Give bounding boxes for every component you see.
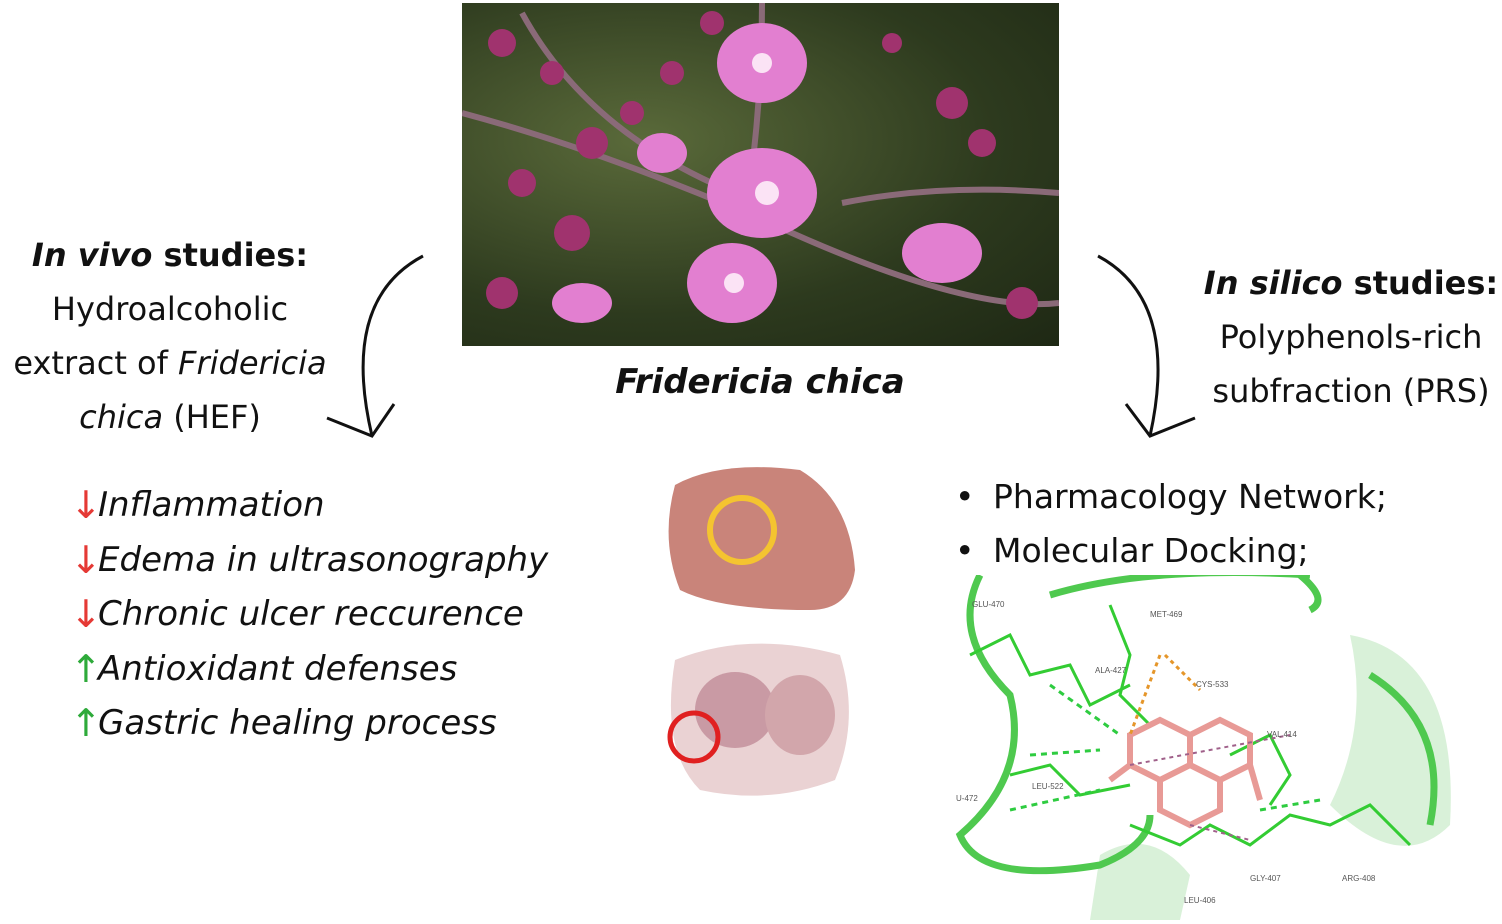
residue-label: GLU-470	[972, 600, 1005, 609]
residue-label: VAL 414	[1267, 730, 1297, 739]
hef-line3a: chica	[79, 398, 164, 436]
hef-line2a: extract of	[13, 344, 179, 382]
right-arrowhead	[1124, 403, 1196, 438]
down-arrow-icon: ↓	[70, 592, 102, 636]
prs-line1: Polyphenols-rich	[1219, 318, 1483, 356]
flower-illustration	[462, 3, 1059, 323]
effect-item: ↑Gastric healing process	[70, 696, 548, 751]
species-caption: Fridericia chica	[615, 362, 905, 402]
in-silico-bullets: •Pharmacology Network; •Molecular Dockin…	[955, 470, 1387, 578]
effect-item: ↓Edema in ultrasonography	[70, 533, 548, 588]
down-arrow-icon: ↓	[70, 537, 102, 582]
in-vivo-effects-list: ↓Inflammation ↓Edema in ultrasonography …	[70, 478, 548, 751]
fridericia-chica-flower-photo	[462, 3, 1059, 346]
left-arrowhead	[326, 403, 396, 438]
studies-label: studies:	[1342, 264, 1499, 302]
hef-line3b: (HEF)	[163, 398, 261, 436]
in-silico-label: In silico	[1203, 264, 1343, 302]
in-silico-heading-block: In silico studies: Polyphenols-rich subf…	[1200, 256, 1502, 418]
bullet-text: Molecular Docking;	[993, 531, 1309, 570]
molecular-docking-image: GLU-470 MET-469 ALA-427 CYS-533 VAL 414 …	[955, 575, 1451, 920]
yellow-circle-marker	[707, 495, 777, 565]
effect-text: Chronic ulcer reccurence	[98, 594, 524, 634]
bullet-item: •Molecular Docking;	[955, 524, 1387, 578]
residue-label: ARG-408	[1342, 874, 1376, 883]
stomach-ulcer-image	[668, 467, 855, 610]
in-vivo-heading-block: In vivo studies: Hydroalcoholic extract …	[0, 228, 340, 444]
in-vivo-label: In vivo	[31, 236, 153, 274]
prs-line2: subfraction (PRS)	[1212, 372, 1490, 410]
right-curved-arrow	[1097, 254, 1160, 437]
effect-item: ↓Inflammation	[70, 478, 548, 533]
left-curved-arrow	[361, 254, 424, 437]
residue-label: LEU-406	[1184, 896, 1216, 905]
residue-label: MET-469	[1150, 610, 1183, 619]
hef-line1: Hydroalcoholic	[51, 290, 289, 328]
studies-label: studies:	[152, 236, 309, 274]
bullet-text: Pharmacology Network;	[993, 477, 1387, 516]
residue-label: CYS-533	[1196, 680, 1229, 689]
red-circle-marker	[667, 710, 721, 764]
effect-text: Edema in ultrasonography	[98, 539, 549, 580]
hef-line2b: Fridericia	[178, 344, 327, 382]
up-arrow-icon: ↑	[70, 701, 102, 745]
effect-text: Gastric healing process	[98, 703, 497, 743]
down-arrow-icon: ↓	[70, 483, 102, 527]
effect-text: Antioxidant defenses	[98, 648, 458, 689]
effect-text: Inflammation	[98, 485, 325, 525]
residue-label: GLY-407	[1250, 874, 1281, 883]
residue-label: U-472	[956, 794, 978, 803]
residue-label: ALA-427	[1095, 666, 1127, 675]
stomach-images	[667, 467, 855, 796]
residue-label: LEU-522	[1032, 782, 1064, 791]
bullet-item: •Pharmacology Network;	[955, 470, 1387, 524]
effect-item: ↑Antioxidant defenses	[70, 642, 548, 697]
effect-item: ↓Chronic ulcer reccurence	[70, 587, 548, 642]
ligand-molecule	[1108, 716, 1263, 829]
up-arrow-icon: ↑	[70, 646, 102, 691]
